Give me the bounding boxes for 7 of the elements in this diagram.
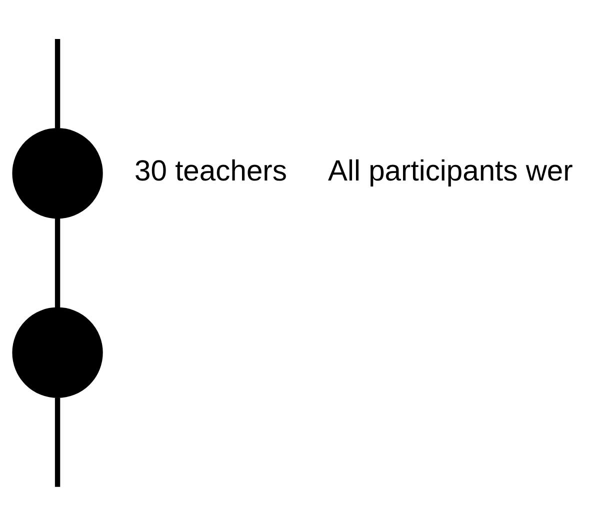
connector [54,39,60,128]
label: All participants wer [328,156,573,188]
connector [54,398,60,487]
label: 30 teachers [134,156,287,188]
connector [54,218,60,308]
node-circle [12,128,103,219]
node-circle [12,307,103,398]
